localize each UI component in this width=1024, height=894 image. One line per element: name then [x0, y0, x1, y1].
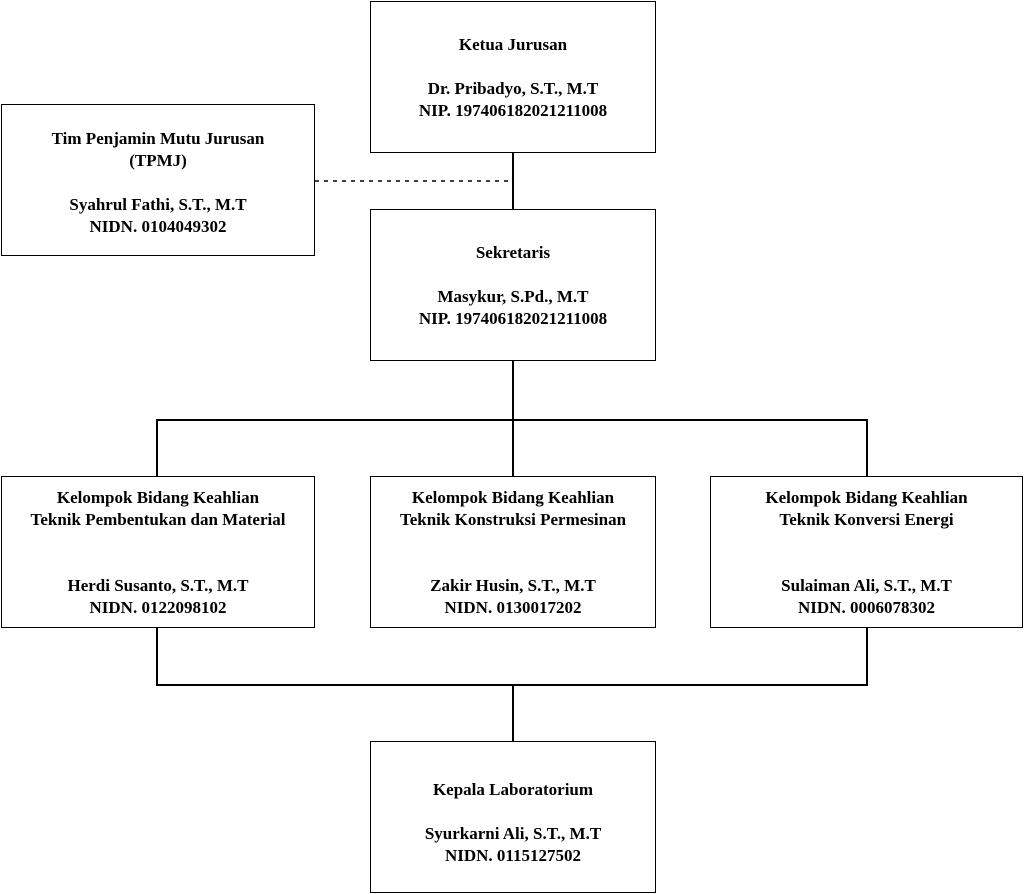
- node-ketua-jurusan: Ketua Jurusan Dr. Pribadyo, S.T., M.T NI…: [370, 1, 656, 153]
- node-person-name: Dr. Pribadyo, S.T., M.T: [427, 79, 599, 98]
- node-title-line2: (TPMJ): [129, 151, 187, 170]
- node-person-name: Zakir Husin, S.T., M.T: [430, 576, 596, 595]
- node-person-id: NIDN. 0122098102: [89, 598, 227, 617]
- node-title-line2: Teknik Konversi Energi: [779, 510, 954, 529]
- node-person-name: Syurkarni Ali, S.T., M.T: [424, 824, 602, 843]
- node-title-line1: Kelompok Bidang Keahlian: [411, 488, 615, 507]
- node-title-line1: Kelompok Bidang Keahlian: [56, 488, 260, 507]
- node-person-id: NIP. 197406182021211008: [418, 101, 608, 120]
- node-title-line1: Tim Penjamin Mutu Jurusan: [51, 129, 265, 148]
- node-person-id: NIP. 197406182021211008: [418, 309, 608, 328]
- node-title: Ketua Jurusan: [458, 35, 568, 54]
- node-person-id: NIDN. 0115127502: [444, 846, 581, 865]
- node-title-line2: Teknik Konstruksi Permesinan: [399, 510, 627, 529]
- node-person-id: NIDN. 0104049302: [89, 217, 227, 236]
- node-sekretaris: Sekretaris Masykur, S.Pd., M.T NIP. 1974…: [370, 209, 656, 361]
- node-person-name: Sulaiman Ali, S.T., M.T: [781, 576, 952, 595]
- node-kbk-konstruksi-permesinan: Kelompok Bidang Keahlian Teknik Konstruk…: [370, 476, 656, 628]
- node-kbk-konversi-energi: Kelompok Bidang Keahlian Teknik Konversi…: [710, 476, 1023, 628]
- node-person-name: Masykur, S.Pd., M.T: [437, 287, 589, 306]
- node-title-line2: Teknik Pembentukan dan Material: [30, 510, 286, 529]
- node-person-name: Herdi Susanto, S.T., M.T: [67, 576, 249, 595]
- node-title-line1: Kelompok Bidang Keahlian: [765, 488, 968, 507]
- node-person-id: NIDN. 0006078302: [798, 598, 935, 617]
- node-tpmj: Tim Penjamin Mutu Jurusan (TPMJ) Syahrul…: [1, 104, 315, 256]
- node-person-id: NIDN. 0130017202: [444, 598, 582, 617]
- node-title: Kepala Laboratorium: [432, 780, 594, 799]
- node-kbk-pembentukan-material: Kelompok Bidang Keahlian Teknik Pembentu…: [1, 476, 315, 628]
- node-title: Sekretaris: [475, 243, 551, 262]
- node-person-name: Syahrul Fathi, S.T., M.T: [69, 195, 247, 214]
- node-kepala-laboratorium: Kepala Laboratorium Syurkarni Ali, S.T.,…: [370, 741, 656, 893]
